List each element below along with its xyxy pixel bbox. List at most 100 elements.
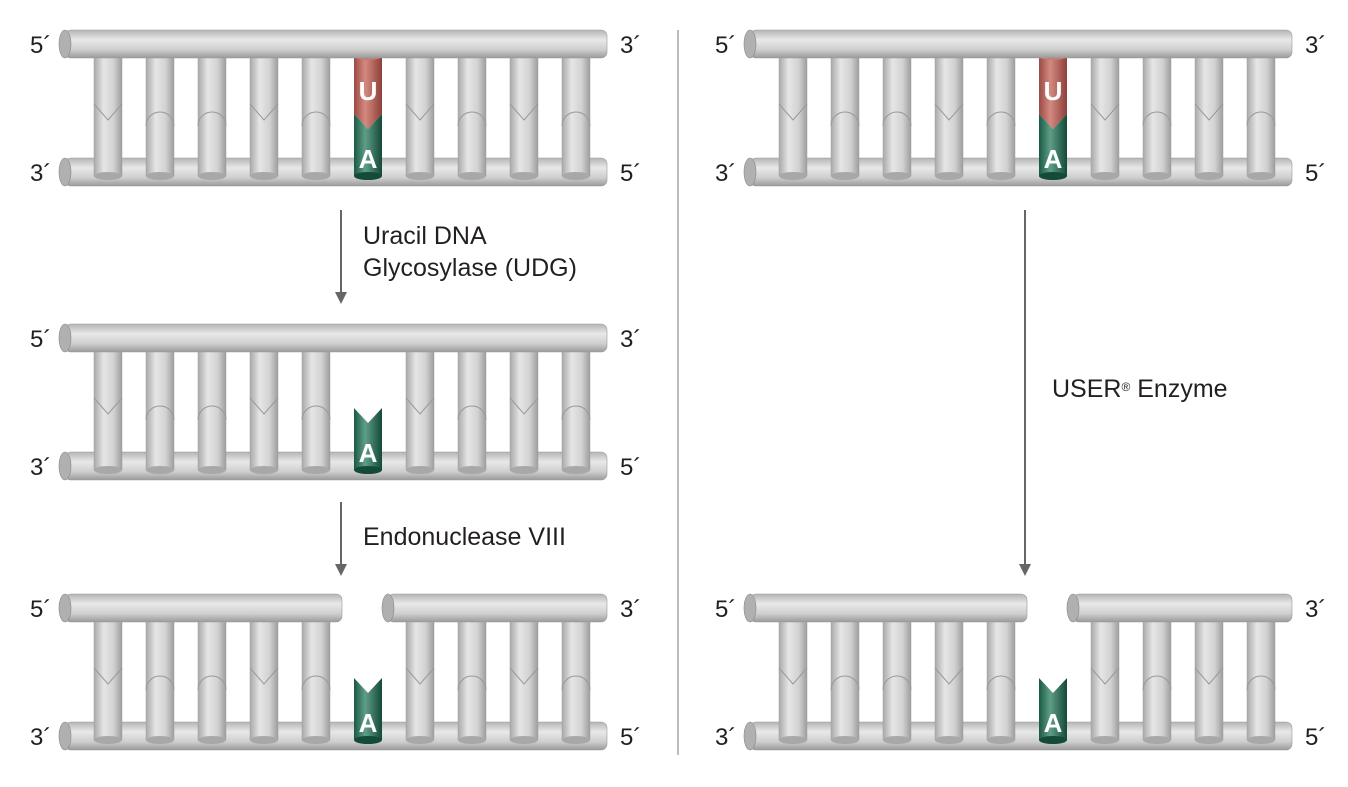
- strand-end-label: 3´: [715, 724, 737, 751]
- strand-end-label: 3´: [30, 160, 52, 187]
- target-base-pair: A: [354, 408, 382, 474]
- target-base-pair: UA: [354, 52, 382, 180]
- base-pair: [1142, 615, 1172, 744]
- registered-mark: ®: [1121, 380, 1131, 394]
- step-label-line: Glycosylase (UDG): [363, 254, 577, 282]
- base-pair: [1194, 615, 1224, 744]
- base-pair: [457, 345, 487, 474]
- base-pair: [561, 615, 591, 744]
- strand-end-label: 3´: [620, 32, 642, 59]
- base-pair: [249, 615, 279, 744]
- base-pair: [934, 615, 964, 744]
- base-pair: [882, 615, 912, 744]
- base-pair: [1090, 51, 1120, 180]
- enzyme-name: USER: [1052, 375, 1122, 403]
- base-pair: [301, 615, 331, 744]
- base-pair: [405, 51, 435, 180]
- step-label-line: Uracil DNA: [363, 222, 487, 250]
- arrow-icon: [335, 502, 347, 576]
- base-pair: [145, 345, 175, 474]
- adenine-label: A: [1044, 144, 1063, 174]
- step-label-user-enzyme: USER® Enzyme: [1052, 373, 1228, 405]
- base-pair: [405, 345, 435, 474]
- base-pair: [1090, 615, 1120, 744]
- base-pair: [301, 345, 331, 474]
- base-pair: [301, 51, 331, 180]
- strand-end-label: 3´: [715, 160, 737, 187]
- adenine-base: [1039, 114, 1067, 176]
- strand-end-label: 5´: [1305, 724, 1327, 751]
- base-pair: [93, 345, 123, 474]
- strand-end-label: 5´: [715, 32, 737, 59]
- base-pair: [509, 51, 539, 180]
- base-pair: [93, 615, 123, 744]
- strand-end-label: 3´: [620, 326, 642, 353]
- base-pair: [93, 51, 123, 180]
- strand-end-label: 5´: [1305, 160, 1327, 187]
- base-pair: [197, 345, 227, 474]
- strand-end-label: 5´: [620, 160, 642, 187]
- top-strand-backbone: [743, 29, 1293, 59]
- base-pair: [405, 615, 435, 744]
- base-pair: [1246, 615, 1276, 744]
- adenine-label: A: [359, 144, 378, 174]
- strand-end-label: 5´: [620, 724, 642, 751]
- base-pairs: A: [93, 345, 591, 474]
- base-pair: [145, 51, 175, 180]
- target-base-pair: A: [1039, 678, 1067, 744]
- strand-end-label: 3´: [620, 596, 642, 623]
- strand-end-label: 5´: [620, 454, 642, 481]
- base-pair: [145, 615, 175, 744]
- base-pair: [249, 345, 279, 474]
- strand-end-label: 3´: [1305, 32, 1327, 59]
- target-base-pair: A: [354, 678, 382, 744]
- arrow-icon: [335, 210, 347, 304]
- strand-end-label: 3´: [30, 724, 52, 751]
- base-pair: [197, 51, 227, 180]
- base-pair: [830, 615, 860, 744]
- base-pair: [509, 345, 539, 474]
- top-strand-backbone: [58, 29, 608, 59]
- base-pair: [509, 615, 539, 744]
- strand-end-label: 3´: [1305, 596, 1327, 623]
- strand-end-label: 5´: [715, 596, 737, 623]
- base-pair: [986, 615, 1016, 744]
- uracil-base: [1039, 56, 1067, 129]
- adenine-label: A: [359, 708, 378, 738]
- base-pair: [197, 615, 227, 744]
- strand-end-label: 5´: [30, 32, 52, 59]
- base-pairs: UA: [778, 51, 1276, 180]
- top-strand-backbone-right: [1066, 593, 1293, 623]
- adenine-base: [354, 114, 382, 176]
- base-pair: [778, 51, 808, 180]
- base-pair: [830, 51, 860, 180]
- base-pair: [457, 615, 487, 744]
- strand-end-label: 5´: [30, 596, 52, 623]
- base-pair: [249, 51, 279, 180]
- uracil-label: U: [1044, 76, 1063, 106]
- arrow-icon: [1019, 210, 1031, 576]
- base-pair: [778, 615, 808, 744]
- target-base-pair: UA: [1039, 52, 1067, 180]
- base-pair: [882, 51, 912, 180]
- enzyme-suffix: Enzyme: [1130, 375, 1228, 403]
- base-pair: [1246, 51, 1276, 180]
- base-pair: [934, 51, 964, 180]
- base-pair: [561, 345, 591, 474]
- base-pairs: A: [93, 615, 591, 744]
- base-pair: [1194, 51, 1224, 180]
- uracil-base: [354, 56, 382, 129]
- adenine-label: A: [1044, 708, 1063, 738]
- top-strand-backbone-left: [743, 593, 1028, 623]
- base-pair: [561, 51, 591, 180]
- top-strand-backbone: [58, 323, 608, 353]
- base-pair: [1142, 51, 1172, 180]
- top-strand-backbone-left: [58, 593, 343, 623]
- strand-end-label: 5´: [30, 326, 52, 353]
- uracil-label: U: [359, 76, 378, 106]
- step-label-endonuclease: Endonuclease VIII: [363, 521, 566, 553]
- base-pair: [457, 51, 487, 180]
- step-label-line: Endonuclease VIII: [363, 523, 566, 551]
- adenine-base: [354, 678, 382, 740]
